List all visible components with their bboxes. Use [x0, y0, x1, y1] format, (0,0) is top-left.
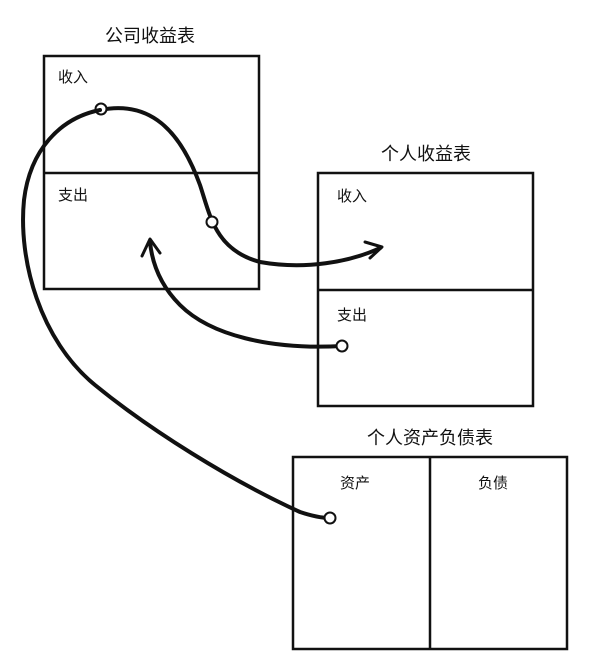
assets-flow-end-dot	[323, 511, 337, 525]
flow-personal-expense-to-company	[140, 237, 349, 353]
flow-company-income-to-personal-income	[94, 102, 384, 268]
income-flow-arrowhead	[363, 240, 384, 260]
liabilities-label: 负债	[478, 474, 508, 492]
flow-company-to-personal-assets	[21, 108, 337, 525]
income-flow-mid-dot	[205, 215, 219, 229]
expense-flow-arrowhead	[140, 237, 162, 258]
personal-balance-sheet: 个人资产负债表 资产 负债	[291, 428, 569, 651]
personal-balance-sheet-title: 个人资产负债表	[367, 428, 493, 449]
company-income-statement: 公司收益表 收入 支出	[42, 26, 261, 291]
company-income-label: 收入	[58, 68, 88, 86]
assets-flow-line	[21, 108, 332, 520]
personal-income-label: 收入	[337, 187, 367, 205]
personal-expense-label: 支出	[337, 306, 367, 324]
expense-flow-line	[148, 240, 344, 349]
personal-income-statement-title: 个人收益表	[381, 144, 471, 165]
company-income-statement-title: 公司收益表	[105, 26, 195, 47]
expense-flow-start-dot	[335, 339, 349, 353]
personal-income-statement: 个人收益表 收入 支出	[316, 144, 535, 408]
assets-label: 资产	[340, 474, 370, 492]
company-expense-label: 支出	[58, 186, 88, 204]
